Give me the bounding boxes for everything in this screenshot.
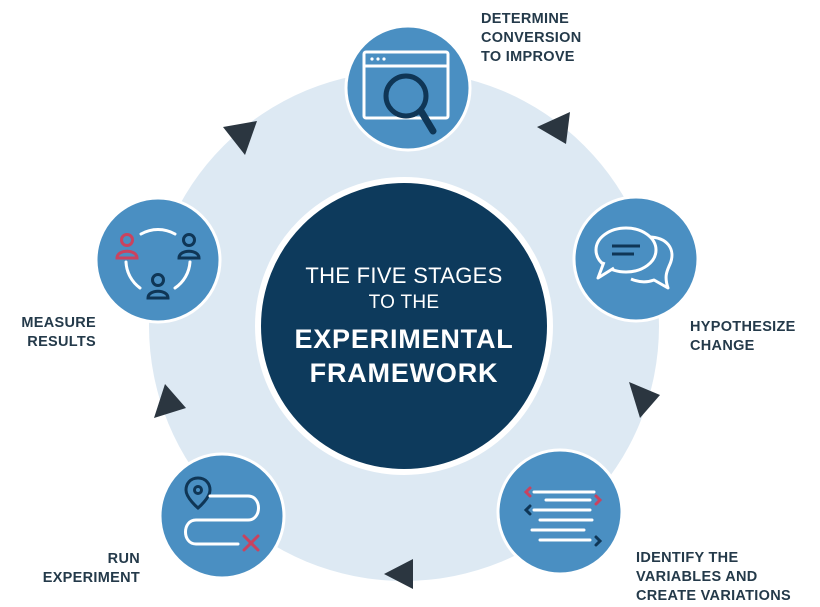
stage-circle xyxy=(94,196,222,324)
users-cycle-icon xyxy=(115,227,201,300)
center-circle xyxy=(255,177,553,475)
cycle-arrow xyxy=(629,382,660,418)
diagram-title: THE FIVE STAGES TO THE EXPERIMENTAL FRAM… xyxy=(262,262,546,390)
speech-bubbles-icon xyxy=(594,226,674,290)
title-line-4: FRAMEWORK xyxy=(309,358,499,388)
stage-run-experiment xyxy=(158,452,286,580)
stage-label-identify-variables: IDENTIFY THE VARIABLES AND CREATE VARIAT… xyxy=(636,550,791,604)
stage-label-measure-results: MEASURE RESULTS xyxy=(21,315,96,350)
title-line-3: EXPERIMENTAL xyxy=(294,324,514,354)
cycle-arrow xyxy=(154,384,186,418)
stage-circle xyxy=(496,448,624,576)
title-line-2: TO THE xyxy=(368,292,440,313)
code-lines-icon xyxy=(523,486,603,547)
stage-identify-variables xyxy=(496,448,624,576)
stage-label-run-experiment: RUN EXPERIMENT xyxy=(42,551,140,586)
browser-search-icon xyxy=(362,50,450,135)
route-map-icon xyxy=(184,476,260,552)
stage-hypothesize xyxy=(572,195,700,323)
stage-label-hypothesize: HYPOTHESIZE CHANGE xyxy=(690,319,796,354)
cycle-arrow xyxy=(223,121,257,155)
title-line-1: THE FIVE STAGES xyxy=(305,263,503,288)
stage-circle xyxy=(158,452,286,580)
stage-label-determine-conversion: DETERMINE CONVERSION TO IMPROVE xyxy=(481,11,582,65)
stage-measure-results xyxy=(94,196,222,324)
stage-determine-conversion xyxy=(344,24,472,152)
cycle-arrow xyxy=(384,559,413,589)
cycle-arrow xyxy=(537,112,570,144)
